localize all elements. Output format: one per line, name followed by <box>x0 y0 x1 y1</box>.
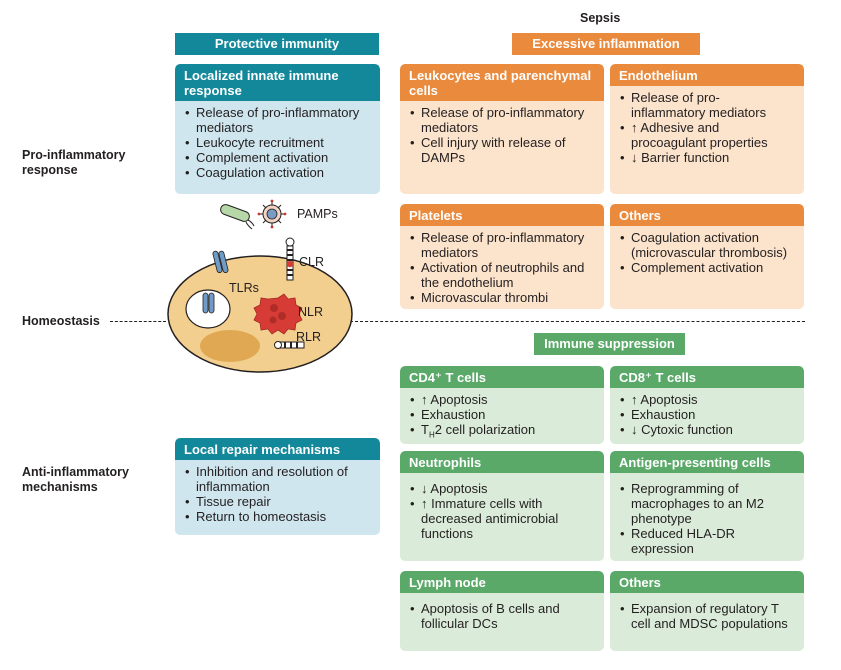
list-item: ↑ Apoptosis <box>619 392 798 407</box>
list-item: Reprogramming of macrophages to an M2 ph… <box>619 481 780 526</box>
card-localized-innate-response: Localized innate immune response Release… <box>175 64 380 194</box>
list-item: Release of pro-inflammatory mediators <box>184 105 374 135</box>
list-item: Exhaustion <box>409 407 598 422</box>
list-item: Apoptosis of B cells and follicular DCs <box>409 601 598 631</box>
header-immune-suppression: Immune suppression <box>534 333 685 355</box>
list-item: Coagulation activation (microvascular th… <box>619 230 798 260</box>
list-item: Reduced HLA-DR expression <box>619 526 780 556</box>
card-title: Neutrophils <box>400 451 604 473</box>
card-platelets: Platelets Release of pro-inflammatory me… <box>400 204 604 309</box>
card-others-inflammation: Others Coagulation activation (microvasc… <box>610 204 804 309</box>
card-title: Endothelium <box>610 64 804 86</box>
card-title: Lymph node <box>400 571 604 593</box>
tlr-surface-icon <box>212 250 229 274</box>
nucleus <box>200 330 260 362</box>
list-item: ↑ Adhesive and procoagulant properties <box>619 120 774 150</box>
list-item: Release of pro-inflammatory mediators <box>619 90 774 120</box>
card-others-suppression: Others Expansion of regulatory T cell an… <box>610 571 804 651</box>
list-item: Release of pro-inflammatory mediators <box>409 230 598 260</box>
card-title: Others <box>610 204 804 226</box>
homeostasis-line-right <box>350 321 805 322</box>
clr-icon <box>285 237 295 281</box>
list-item: Complement activation <box>619 260 798 275</box>
card-title: Others <box>610 571 804 593</box>
list-item: Leukocyte recruitment <box>184 135 374 150</box>
tlrs-label: TLRs <box>229 281 259 295</box>
list-item: ↓ Apoptosis <box>409 481 598 496</box>
card-title: CD4⁺ T cells <box>400 366 604 388</box>
card-local-repair-mechanisms: Local repair mechanisms Inhibition and r… <box>175 438 380 535</box>
list-item: ↑ Immature cells with decreased antimicr… <box>409 496 598 541</box>
tlr-endosomal-icon <box>202 292 215 314</box>
list-item: Release of pro-inflammatory mediators <box>409 105 598 135</box>
card-title: Localized innate immune response <box>175 64 380 101</box>
card-title: Platelets <box>400 204 604 226</box>
homeostasis-line-left <box>110 321 166 322</box>
list-item: Activation of neutrophils and the endoth… <box>409 260 598 290</box>
card-title: Local repair mechanisms <box>175 438 380 460</box>
pamps-label: PAMPs <box>297 207 338 221</box>
virus-icon <box>257 199 287 229</box>
list-item: Exhaustion <box>619 407 798 422</box>
nlr-icon <box>253 293 303 335</box>
card-title: Antigen-presenting cells <box>610 451 804 473</box>
card-cd4-t-cells: CD4⁺ T cells ↑ Apoptosis Exhaustion TH2 … <box>400 366 604 444</box>
rlr-icon <box>274 341 305 349</box>
card-endothelium: Endothelium Release of pro-inflammatory … <box>610 64 804 194</box>
nlr-label: NLR <box>298 305 323 319</box>
list-item: Complement activation <box>184 150 374 165</box>
card-neutrophils: Neutrophils ↓ Apoptosis ↑ Immature cells… <box>400 451 604 561</box>
row-label-pro-inflammatory: Pro-inflammatory response <box>22 148 126 177</box>
list-item: Inhibition and resolution of inflammatio… <box>184 464 374 494</box>
list-item: ↓ Cytoxic function <box>619 422 798 437</box>
card-title: Leukocytes and parenchymal cells <box>400 64 604 101</box>
card-lymph-node: Lymph node Apoptosis of B cells and foll… <box>400 571 604 651</box>
list-item: Microvascular thrombi <box>409 290 598 305</box>
row-label-anti-inflammatory: Anti-inflammatory mechanisms <box>22 465 129 494</box>
list-item: Coagulation activation <box>184 165 374 180</box>
list-item: ↑ Apoptosis <box>409 392 598 407</box>
bacterium-icon <box>220 204 255 230</box>
clr-label: CLR <box>299 255 324 269</box>
innate-immune-cell-illustration: PAMPs TLRs CLR NLR <box>167 199 353 373</box>
header-protective-immunity: Protective immunity <box>175 33 379 55</box>
header-excessive-inflammation: Excessive inflammation <box>512 33 700 55</box>
card-cd8-t-cells: CD8⁺ T cells ↑ Apoptosis Exhaustion ↓ Cy… <box>610 366 804 444</box>
rlr-label: RLR <box>296 330 321 344</box>
card-antigen-presenting-cells: Antigen-presenting cells Reprogramming o… <box>610 451 804 561</box>
list-item: Cell injury with release of DAMPs <box>409 135 598 165</box>
row-label-homeostasis: Homeostasis <box>22 314 100 328</box>
list-item: Return to homeostasis <box>184 509 374 524</box>
card-title: CD8⁺ T cells <box>610 366 804 388</box>
list-item: ↓ Barrier function <box>619 150 774 165</box>
list-item: Tissue repair <box>184 494 374 509</box>
list-item: TH2 cell polarization <box>409 422 598 443</box>
card-leukocytes-parenchymal: Leukocytes and parenchymal cells Release… <box>400 64 604 194</box>
list-item: Expansion of regulatory T cell and MDSC … <box>619 601 798 631</box>
diagram-title: Sepsis <box>580 11 621 25</box>
